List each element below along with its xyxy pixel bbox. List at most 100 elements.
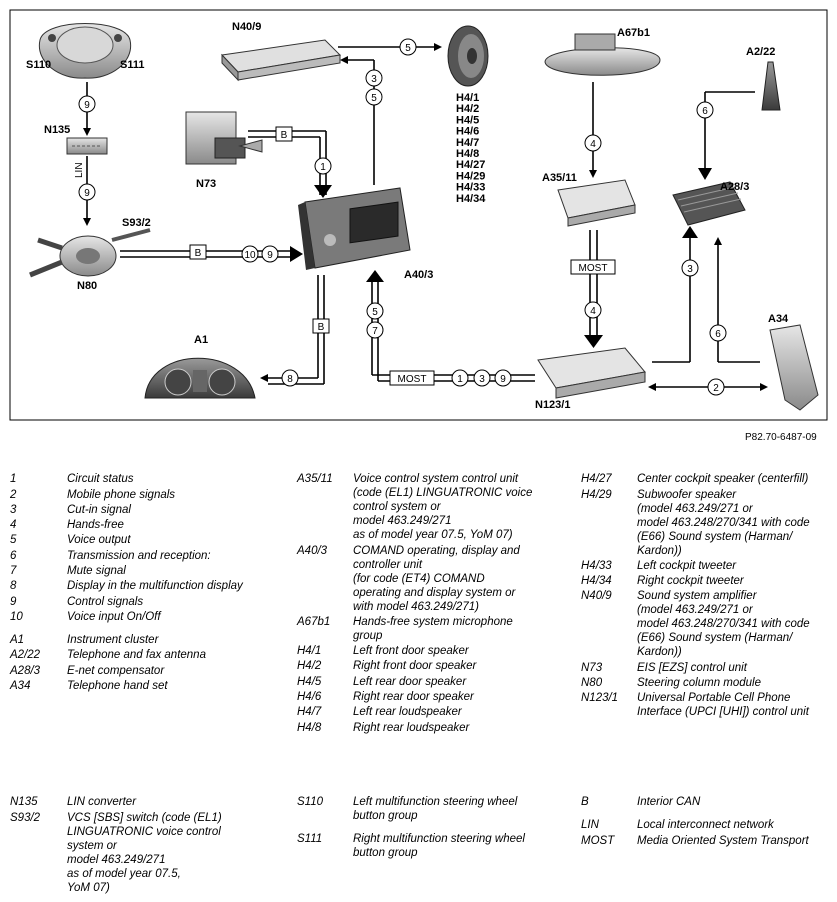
legend-description: Left cockpit tweeter xyxy=(637,559,737,572)
microphone-group-image xyxy=(544,33,661,76)
legend-row: 10 Voice input On/Off xyxy=(10,610,290,624)
speaker-label: H4/6 xyxy=(456,126,479,138)
legend-code: A67b1 xyxy=(297,615,331,628)
lin-converter-image xyxy=(66,137,108,155)
signal-number: 5 xyxy=(372,307,378,318)
label-n123-1: N123/1 xyxy=(535,399,570,411)
legend-code: H4/5 xyxy=(297,675,322,688)
legend-code: A1 xyxy=(10,633,25,646)
antenna-image xyxy=(761,61,781,111)
signal-number: 4 xyxy=(590,306,596,317)
legend-description: EIS [EZS] control unit xyxy=(637,661,747,674)
legend-description: Voice output xyxy=(67,534,131,547)
component-labels: S110 S111 N135 S93/2 N80 N73 N40/9 A40/3… xyxy=(26,21,789,411)
speaker-label: H4/5 xyxy=(456,114,479,126)
legend-description: Universal Portable Cell Phone Interface … xyxy=(637,692,809,719)
legend-description: Hands-free system microphone group xyxy=(353,615,513,642)
legend-description: Mobile phone signals xyxy=(67,488,176,501)
legend-code: H4/29 xyxy=(581,488,612,501)
label-s93-2: S93/2 xyxy=(122,217,151,229)
legend-code: LIN xyxy=(581,819,599,832)
legend-code: S111 xyxy=(297,833,323,846)
legend-code: B xyxy=(581,796,589,809)
signal-number: 9 xyxy=(84,188,90,199)
legend-code: H4/1 xyxy=(297,645,322,658)
speaker-label: H4/7 xyxy=(456,137,479,149)
legend-code: N73 xyxy=(581,661,603,674)
signal-number: 3 xyxy=(479,374,485,385)
legend-description: Right front door speaker xyxy=(353,660,477,673)
label-a2-22: A2/22 xyxy=(746,46,775,58)
lin-label: LIN xyxy=(74,162,85,178)
signal-number: 2 xyxy=(713,383,719,394)
label-s111: S111 xyxy=(120,59,144,71)
legend-description: Steering column module xyxy=(637,677,762,690)
steering-column-module-image xyxy=(29,228,151,278)
upci-control-unit-image xyxy=(537,347,646,399)
legend-row: N73 EIS [EZS] control unit xyxy=(581,661,831,675)
label-a35-11: A35/11 xyxy=(542,172,577,184)
legend-code: N123/1 xyxy=(581,692,619,705)
legend-description: Voice input On/Off xyxy=(67,610,161,623)
e-net-compensator-image xyxy=(672,181,746,226)
legend-description: Transmission and reception: xyxy=(67,549,211,562)
legend-code: 3 xyxy=(10,503,17,516)
speaker-label: H4/1 xyxy=(456,92,479,104)
speaker-label: H4/33 xyxy=(456,182,485,194)
legend-description: Subwoofer speaker (model 463.249/271 or … xyxy=(637,488,810,557)
bus-label-most: MOST xyxy=(398,374,427,385)
signal-number: 9 xyxy=(84,100,90,111)
legend-description: Hands-free xyxy=(67,519,124,532)
signal-number: 1 xyxy=(457,374,463,385)
legend-description: Center cockpit speaker (centerfill) xyxy=(637,473,809,486)
legend-code: 9 xyxy=(10,595,17,608)
label-n40-9: N40/9 xyxy=(232,21,261,33)
speaker-label: H4/8 xyxy=(456,148,479,160)
bus-label-b: B xyxy=(318,322,325,333)
legend-description: Right rear door speaker xyxy=(353,691,474,704)
signal-number: 4 xyxy=(590,139,596,150)
legend-code: H4/8 xyxy=(297,721,322,734)
sound-system-amplifier-image xyxy=(220,39,342,82)
legend-description: Control signals xyxy=(67,595,144,608)
bus-label-b: B xyxy=(195,248,202,259)
legend-description: Left front door speaker xyxy=(353,645,469,658)
legend-code: N80 xyxy=(581,677,603,690)
label-a28-3: A28/3 xyxy=(720,181,749,193)
legend-row: H4/1 Left front door speaker xyxy=(297,644,577,658)
figure-reference: P82.70-6487-09 xyxy=(745,432,817,443)
signal-number: 8 xyxy=(287,374,293,385)
bus-label-most: MOST xyxy=(579,263,608,274)
legend-code: 2 xyxy=(10,488,17,501)
wiring-diagram: B B B MOST MOST 9 9 10 9 1 5 3 5 5 7 8 1… xyxy=(9,9,828,421)
signal-number: 7 xyxy=(372,326,378,337)
legend-description: Sound system amplifier (model 463.249/27… xyxy=(637,590,810,659)
signal-circles: 9 9 10 9 1 5 3 5 5 7 8 1 3 9 4 4 6 3 6 2 xyxy=(78,38,727,396)
signal-number: 5 xyxy=(405,43,411,54)
legend-description: Voice control system control unit (code … xyxy=(353,473,533,542)
speaker-image xyxy=(447,25,489,87)
legend-code: A34 xyxy=(10,679,31,692)
legend-description: E-net compensator xyxy=(67,664,165,677)
signal-number: 9 xyxy=(267,250,273,261)
legend-description: Mute signal xyxy=(67,565,126,578)
legend-code: 10 xyxy=(10,610,23,623)
